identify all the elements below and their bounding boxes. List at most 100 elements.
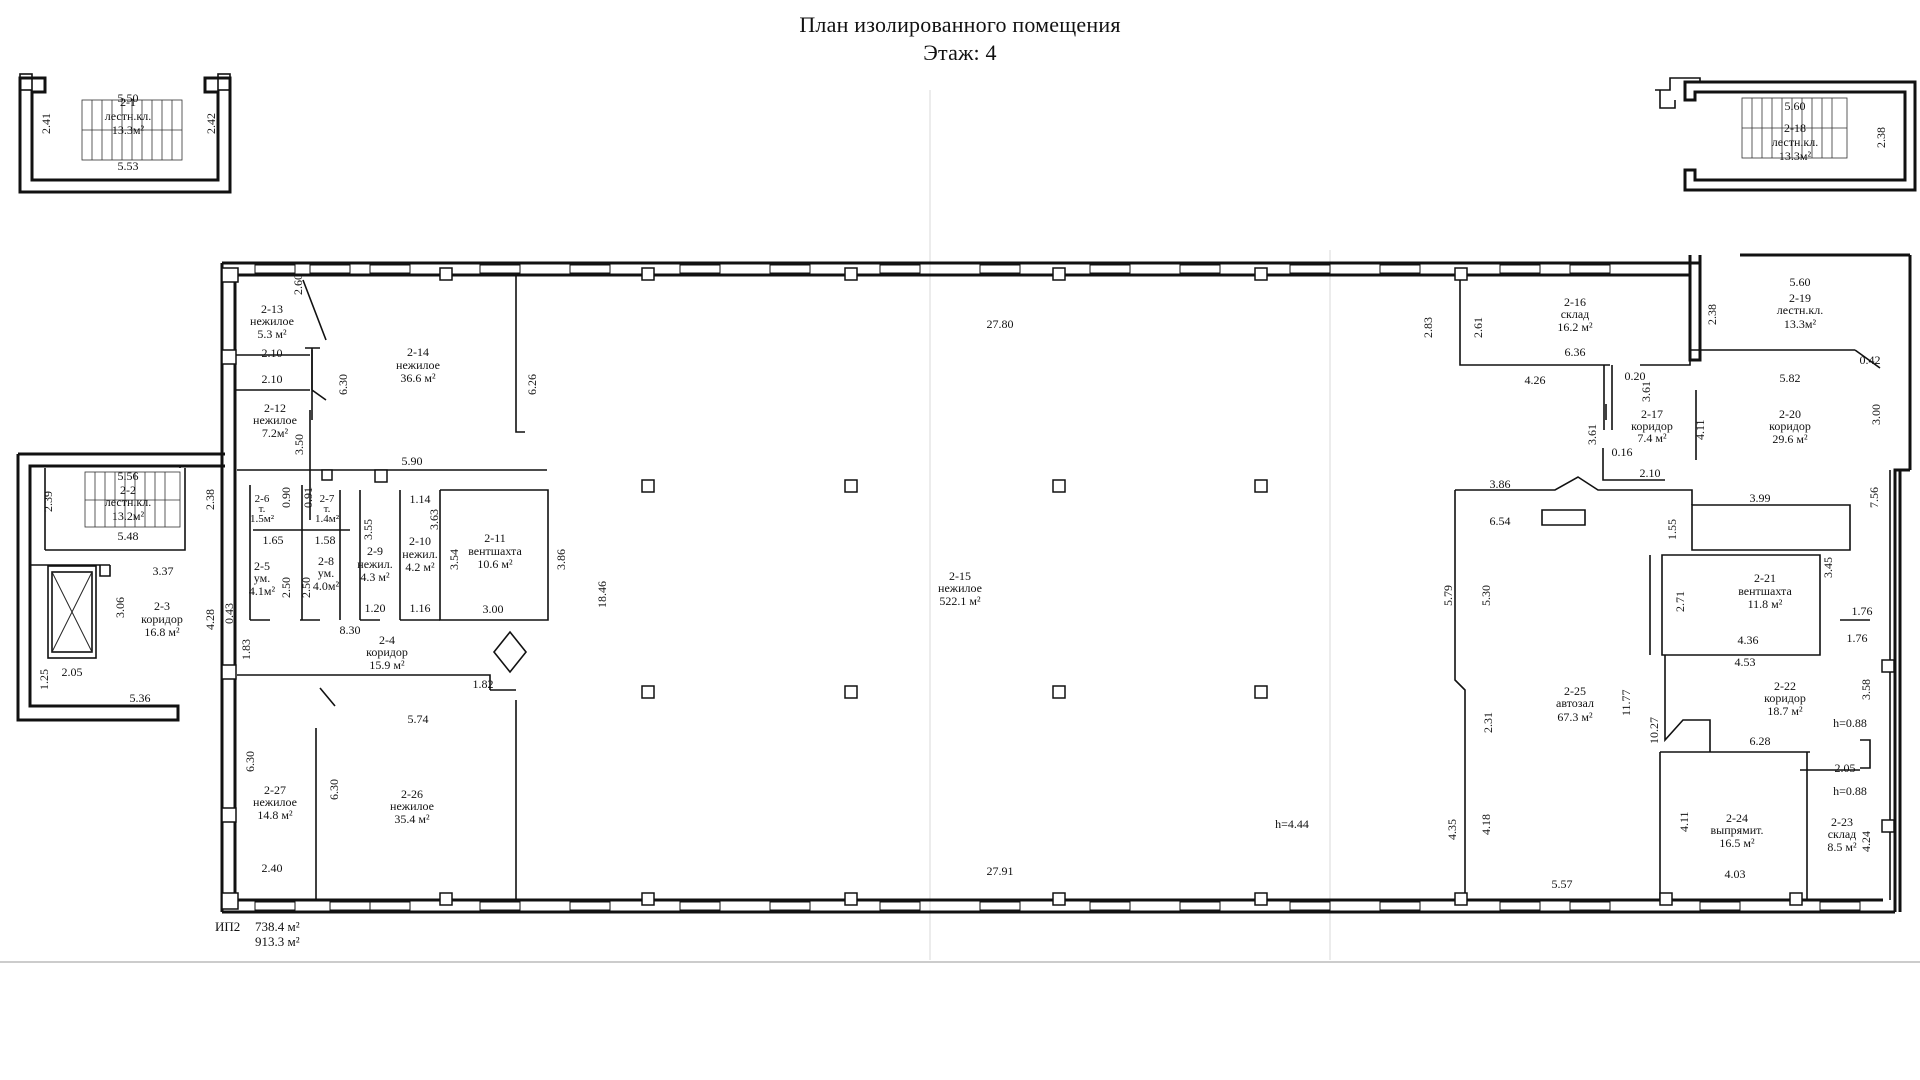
svg-text:склад: склад (1828, 827, 1857, 841)
svg-text:1.55: 1.55 (1665, 519, 1679, 540)
svg-text:5.36: 5.36 (130, 691, 151, 705)
svg-text:4.3 м²: 4.3 м² (360, 570, 390, 584)
svg-text:4.11: 4.11 (1677, 811, 1691, 832)
svg-text:2.31: 2.31 (1481, 712, 1495, 733)
svg-text:нежилое: нежилое (250, 314, 294, 328)
svg-text:2-24: 2-24 (1726, 811, 1748, 825)
svg-text:склад: склад (1561, 307, 1590, 321)
wall-window-marks (254, 264, 1861, 911)
svg-text:нежилое: нежилое (396, 358, 440, 372)
svg-text:2-18: 2-18 (1784, 121, 1806, 135)
svg-text:13.3м²: 13.3м² (1779, 149, 1812, 163)
svg-text:1.16: 1.16 (410, 601, 431, 615)
svg-text:15.9 м²: 15.9 м² (369, 658, 405, 672)
outer-walls (220, 253, 1912, 914)
svg-text:вентшахта: вентшахта (468, 544, 522, 558)
svg-text:2.41: 2.41 (39, 113, 53, 134)
svg-text:лестн.кл.: лестн.кл. (1777, 303, 1823, 317)
room-2-14: 2-14 нежилое 36.6 м² (396, 345, 440, 385)
svg-text:738.4 м²: 738.4 м² (255, 919, 300, 934)
svg-text:коридор: коридор (141, 612, 183, 626)
svg-text:2.10: 2.10 (262, 346, 283, 360)
svg-text:2-7: 2-7 (320, 493, 335, 505)
svg-text:выпрямит.: выпрямит. (1710, 823, 1763, 837)
svg-text:35.4 м²: 35.4 м² (394, 812, 430, 826)
svg-text:ум.: ум. (254, 571, 270, 585)
room-2-25: 2-25 автозал 67.3 м² (1556, 684, 1594, 724)
svg-text:5.60: 5.60 (1785, 99, 1806, 113)
svg-text:5.74: 5.74 (408, 712, 429, 726)
svg-text:2.38: 2.38 (1705, 304, 1719, 325)
svg-text:1.76: 1.76 (1852, 604, 1873, 618)
svg-text:4.36: 4.36 (1738, 633, 1759, 647)
stair-block-2-1 (18, 73, 232, 194)
svg-text:2.50: 2.50 (299, 577, 313, 598)
svg-text:6.30: 6.30 (243, 751, 257, 772)
svg-text:т.: т. (259, 503, 266, 515)
room-2-16: 2-16 склад 16.2 м² (1557, 295, 1593, 334)
room-2-3: 2-3 коридор 16.8 м² (141, 599, 183, 639)
svg-text:522.1 м²: 522.1 м² (939, 594, 981, 608)
svg-text:5.82: 5.82 (1780, 371, 1801, 385)
svg-text:3.55: 3.55 (361, 519, 375, 540)
svg-text:7.4 м²: 7.4 м² (1637, 431, 1667, 445)
svg-text:2.50: 2.50 (279, 577, 293, 598)
svg-text:2.38: 2.38 (203, 489, 217, 510)
svg-text:36.6 м²: 36.6 м² (400, 371, 436, 385)
svg-text:лестн.кл.: лестн.кл. (1772, 135, 1818, 149)
room-2-26: 2-26 нежилое 35.4 м² (390, 787, 434, 826)
room-2-17: 2-17 коридор 7.4 м² (1631, 407, 1673, 445)
svg-text:6.30: 6.30 (336, 374, 350, 395)
svg-text:2-9: 2-9 (367, 544, 383, 558)
svg-text:коридор: коридор (1631, 419, 1673, 433)
room-2-24: 2-24 выпрямит. 16.5 м² (1710, 811, 1763, 850)
svg-text:1.76: 1.76 (1847, 631, 1868, 645)
left-annex (16, 452, 225, 722)
svg-text:1.14: 1.14 (410, 492, 431, 506)
svg-text:8.30: 8.30 (340, 623, 361, 637)
svg-text:вентшахта: вентшахта (1738, 584, 1792, 598)
svg-text:2-25: 2-25 (1564, 684, 1586, 698)
svg-text:нежил.: нежил. (357, 557, 392, 571)
svg-text:2-23: 2-23 (1831, 815, 1853, 829)
svg-text:3.63: 3.63 (427, 509, 441, 530)
svg-text:автозал: автозал (1556, 696, 1594, 710)
room-2-1: 2-1 лестн.кл. 13.3м² (105, 95, 151, 137)
svg-text:2-21: 2-21 (1754, 571, 1776, 585)
svg-text:3.06: 3.06 (113, 597, 127, 618)
room-2-20: 2-20 коридор 29.6 м² (1769, 407, 1811, 446)
columns (221, 267, 1895, 910)
svg-text:5.90: 5.90 (402, 454, 423, 468)
svg-text:0.16: 0.16 (1612, 445, 1633, 459)
svg-text:67.3 м²: 67.3 м² (1557, 710, 1593, 724)
svg-text:5.56: 5.56 (118, 469, 139, 483)
svg-text:1.25: 1.25 (37, 669, 51, 690)
room-2-7: 2-7 т. 1.4м² (315, 493, 340, 525)
svg-text:6.28: 6.28 (1750, 734, 1771, 748)
svg-text:2-19: 2-19 (1789, 291, 1811, 305)
svg-text:0.90: 0.90 (279, 487, 293, 508)
svg-text:16.8 м²: 16.8 м² (144, 625, 180, 639)
svg-text:3.00: 3.00 (483, 602, 504, 616)
svg-text:29.6 м²: 29.6 м² (1772, 432, 1808, 446)
svg-text:3.50: 3.50 (292, 434, 306, 455)
svg-text:13.3м²: 13.3м² (1784, 317, 1817, 331)
svg-text:13.3м²: 13.3м² (112, 123, 145, 137)
room-2-2: 2-2 лестн.кл. 13.2м² (105, 483, 151, 523)
svg-text:2.61: 2.61 (1471, 317, 1485, 338)
svg-text:0.43: 0.43 (222, 603, 236, 624)
svg-text:2-22: 2-22 (1774, 679, 1796, 693)
room-2-13: 2-13 нежилое 5.3 м² (250, 302, 294, 341)
svg-text:h=0.88: h=0.88 (1833, 784, 1867, 798)
room-2-12: 2-12 нежилое 7.2м² (253, 401, 297, 440)
svg-text:2-11: 2-11 (484, 531, 506, 545)
svg-text:2-17: 2-17 (1641, 407, 1663, 421)
svg-text:913.3 м²: 913.3 м² (255, 934, 300, 949)
svg-text:4.26: 4.26 (1525, 373, 1546, 387)
interior-walls-right (1454, 275, 1881, 900)
svg-text:2.40: 2.40 (262, 861, 283, 875)
svg-text:2-13: 2-13 (261, 302, 283, 316)
svg-text:27.80: 27.80 (987, 317, 1014, 331)
svg-text:5.50: 5.50 (118, 91, 139, 105)
floor-label: Этаж: 4 (923, 40, 997, 65)
